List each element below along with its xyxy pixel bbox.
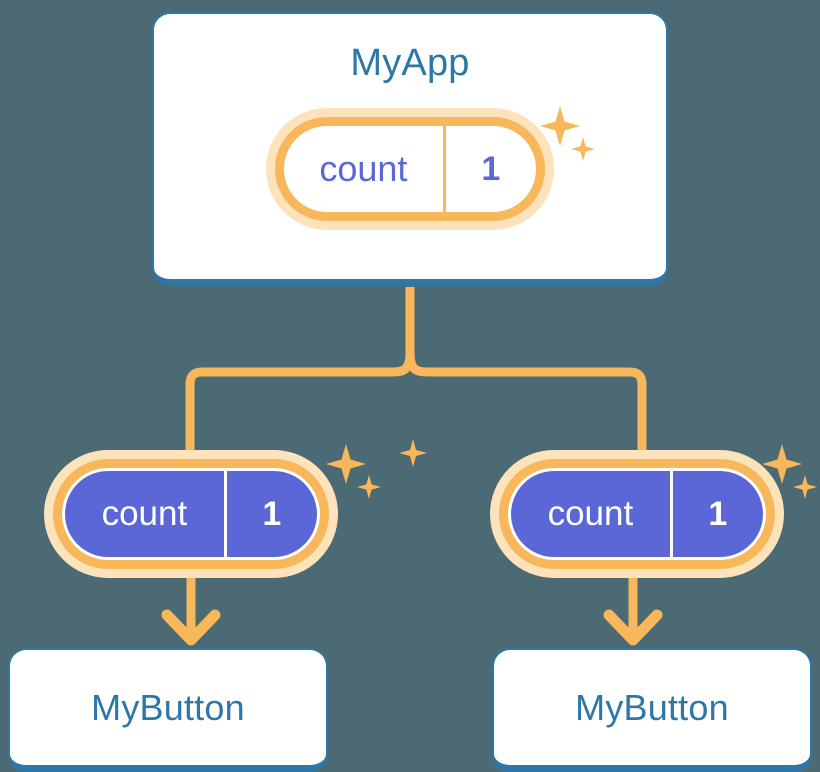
state-pill-right[interactable]: count 1 [490,450,784,578]
state-pill-ring: count 1 [275,117,545,221]
sparkle-star-large-icon [326,444,366,484]
sparkle-center [399,439,427,467]
state-pill-body: count 1 [284,126,536,212]
connector-branch-right [405,351,647,462]
state-pill-value-right: 1 [669,471,763,557]
arrow-head-left [161,609,221,646]
connector-branch-left [185,351,415,462]
component-title-mybutton-right: MyButton [575,686,729,728]
state-pill-body: count 1 [62,468,320,560]
state-pill-value-myapp: 1 [442,126,536,212]
sparkle-star-icon [399,439,427,467]
state-pill-ring: count 1 [53,459,329,569]
arrow-head-right [603,609,663,646]
component-title-mybutton-left: MyButton [91,686,245,728]
state-pill-key-label-myapp: count [319,148,408,189]
state-pill-key-label-left: count [101,494,188,533]
state-pill-key-left: count [65,471,224,557]
component-card-mybutton-right[interactable]: MyButton [492,648,812,772]
component-card-mybutton-left[interactable]: MyButton [8,648,328,772]
sparkle-star-small-icon [793,475,817,499]
state-pill-ring: count 1 [499,459,775,569]
state-pill-myapp[interactable]: count 1 [266,108,554,230]
state-pill-key-myapp: count [284,126,443,212]
state-pill-left[interactable]: count 1 [44,450,338,578]
state-pill-value-left: 1 [223,471,317,557]
state-pill-body: count 1 [508,468,766,560]
state-pill-value-label-right: 1 [708,494,728,533]
state-pill-key-label-right: count [547,494,634,533]
state-pill-key-right: count [511,471,670,557]
state-pill-value-label-left: 1 [262,494,282,533]
state-pill-value-label-myapp: 1 [481,149,501,188]
component-title-myapp: MyApp [350,42,470,84]
sparkle-star-small-icon [357,475,381,499]
